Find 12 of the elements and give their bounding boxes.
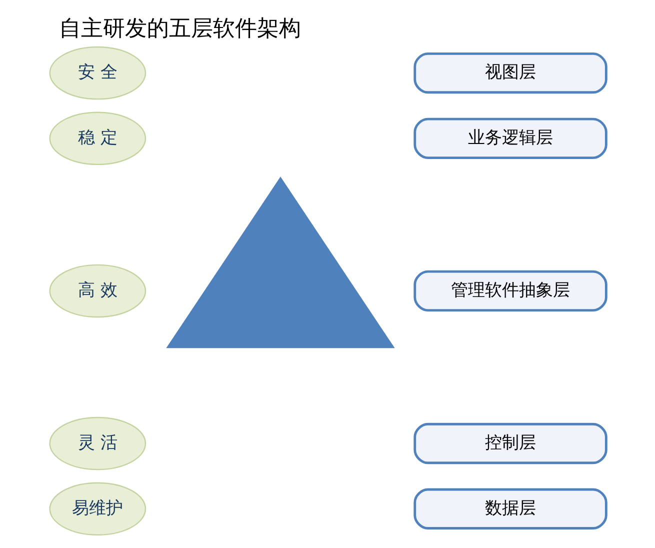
node-box: 视图层 [413,52,607,94]
node-ellipse: 稳 定 [48,112,146,166]
node-box: 数据层 [413,488,607,530]
diagram-title: 自主研发的五层软件架构 [58,16,300,42]
node-triangle [166,176,394,348]
node-ellipse: 易维护 [48,482,146,536]
node-box: 管理软件抽象层 [413,270,607,312]
node-ellipse: 灵 活 [48,416,146,470]
node-box: 业务逻辑层 [413,118,607,159]
node-box: 控制层 [413,422,607,464]
node-ellipse: 高 效 [48,264,146,318]
node-ellipse: 安 全 [48,46,146,100]
